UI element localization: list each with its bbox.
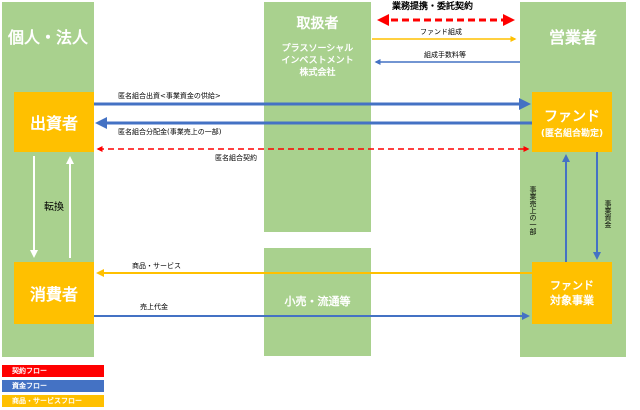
subtitle-line: インベストメント	[281, 56, 354, 66]
fund-box: ファンド (匿名組合勘定)	[532, 92, 612, 152]
retail-label: 小売・流通等	[284, 295, 351, 308]
legend-contract: 契約フロー	[2, 365, 104, 377]
subtitle-line: 株式会社	[299, 68, 336, 78]
sales-part-label: 事業売上の一部	[529, 186, 537, 235]
fund-formation-label: ファンド組成	[420, 28, 462, 36]
consumer-label: 消費者	[29, 285, 78, 304]
investment-label: 匿名組合出資<事業資金の供給>	[118, 92, 221, 100]
project-funds-label: 事業資金	[604, 200, 612, 228]
column-center-bottom	[264, 248, 371, 356]
project-label: ファンド	[550, 279, 594, 292]
legend-goods: 商品・サービスフロー	[2, 395, 104, 407]
project-box: ファンド 対象事業	[532, 262, 612, 324]
column-center-title: 取扱者	[296, 16, 339, 32]
goods-label: 商品・サービス	[132, 262, 181, 270]
fund-label: ファンド	[544, 108, 600, 125]
subtitle-line: プラスソーシャル	[281, 44, 354, 54]
partnership-label: 業務提携・委託契約	[392, 2, 474, 12]
fund-sublabel: (匿名組合勘定)	[540, 128, 604, 139]
column-left-title: 個人・法人	[7, 28, 88, 47]
consumer-box: 消費者	[14, 262, 94, 324]
contract-label: 匿名組合契約	[215, 154, 257, 162]
legend-goods-label: 商品・サービスフロー	[12, 397, 82, 405]
column-center-subtitle: プラスソーシャル インベストメント 株式会社	[264, 43, 371, 79]
column-center-top	[264, 2, 371, 232]
formation-fee-label: 組成手数料等	[424, 51, 466, 59]
legend-money: 資金フロー	[2, 380, 104, 392]
legend-contract-label: 契約フロー	[12, 367, 47, 375]
investor-box: 出資者	[14, 92, 94, 152]
project-sublabel: 対象事業	[550, 294, 594, 307]
distribution-label: 匿名組合分配金(事業売上の一部)	[118, 128, 222, 136]
investor-label: 出資者	[29, 114, 78, 133]
sales-proceeds-label: 売上代金	[140, 303, 168, 311]
column-right-title: 営業者	[548, 28, 597, 47]
legend-money-label: 資金フロー	[12, 382, 47, 390]
conversion-label: 転換	[44, 202, 64, 213]
